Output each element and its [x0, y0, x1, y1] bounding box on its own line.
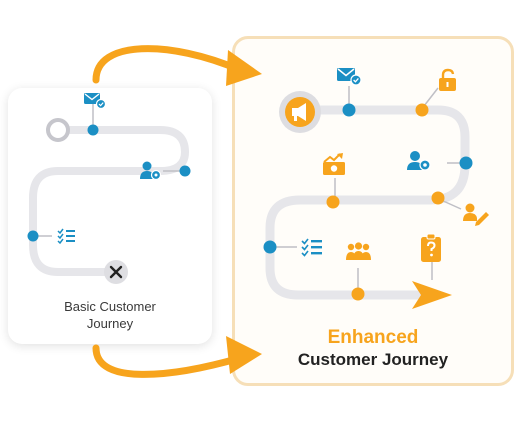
basic-journey-path: [29, 126, 190, 276]
unlock-icon: [439, 68, 456, 91]
basic-journey-title: Basic Customer Journey: [8, 298, 212, 332]
user-gear-icon: [140, 161, 162, 181]
close-icon: [104, 260, 128, 284]
enhanced-title-line1: Enhanced: [327, 327, 419, 348]
money-growth-icon: [323, 153, 345, 175]
team-icon: [346, 242, 371, 260]
bottom-connector-arrow: [92, 336, 262, 378]
checklist-icon: [57, 228, 75, 245]
enhanced-journey-path: [265, 105, 470, 300]
email-check-icon: [337, 68, 362, 86]
basic-touchpoints: [27, 103, 191, 242]
enhanced-journey-title: Enhanced Customer Journey: [232, 327, 514, 371]
basic-title-line1: Basic Customer: [64, 299, 156, 314]
megaphone-icon: [279, 91, 321, 133]
start-node: [46, 118, 70, 142]
top-connector-arrow: [92, 45, 262, 86]
basic-title-line2: Journey: [86, 316, 134, 331]
arrow-icon: [412, 281, 452, 309]
user-edit-icon: [463, 203, 489, 226]
enhanced-title-line2: Customer Journey: [297, 350, 449, 369]
user-gear-icon: [407, 151, 431, 171]
enhanced-touchpoints: [263, 86, 473, 301]
email-check-icon: [84, 93, 107, 110]
clipboard-question-icon: [421, 233, 441, 262]
checklist-icon: [301, 238, 322, 257]
